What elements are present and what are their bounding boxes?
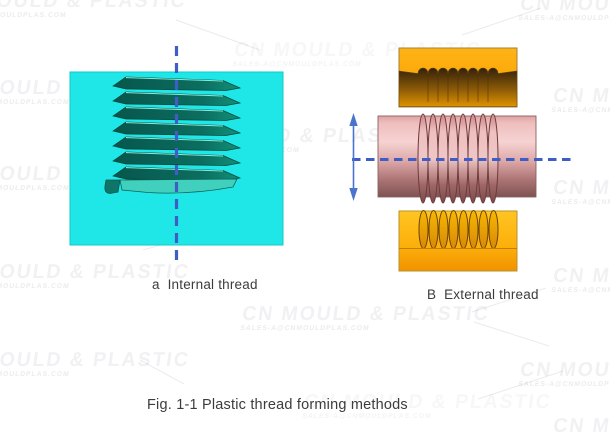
label-external-thread: B External thread	[427, 287, 539, 302]
diameter-arrow	[349, 113, 358, 201]
bottom-mold-plate	[398, 210, 518, 272]
top-mold-plate	[398, 47, 518, 108]
internal-thread-profile	[104, 76, 241, 194]
label-internal-thread: a Internal thread	[152, 277, 258, 292]
internal-thread-figure	[69, 46, 284, 262]
figure-caption: Fig. 1-1 Plastic thread forming methods	[147, 397, 408, 413]
external-thread-figure	[349, 47, 576, 272]
core-pin	[377, 113, 537, 204]
